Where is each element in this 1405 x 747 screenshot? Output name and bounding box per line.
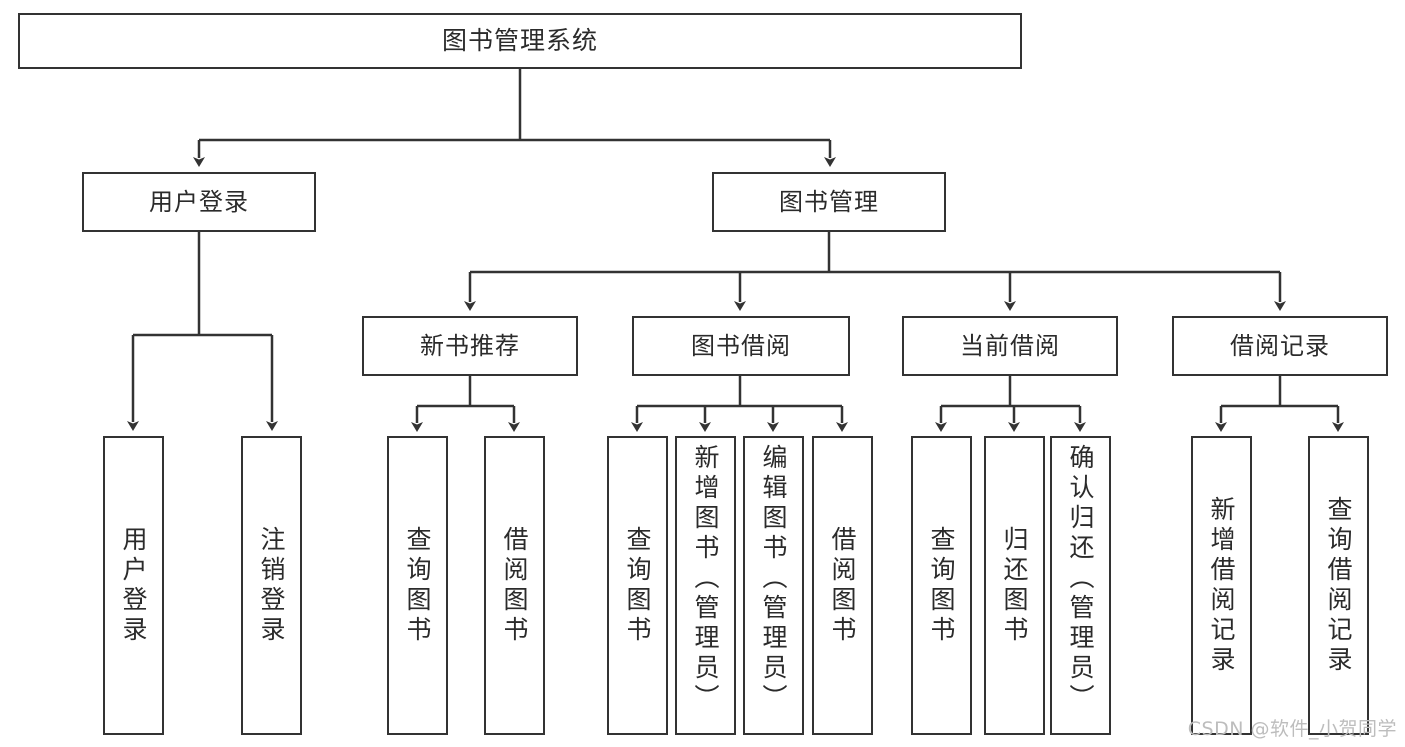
node-leaf-query-book-1-label: 查询图书 (403, 525, 432, 646)
node-leaf-edit-book[interactable]: 编辑图书（管理员） (743, 436, 804, 735)
node-new-book-rec[interactable]: 新书推荐 (362, 316, 578, 376)
node-leaf-borrow-book-2[interactable]: 借阅图书 (812, 436, 873, 735)
node-user-login[interactable]: 用户登录 (82, 172, 316, 232)
node-leaf-query-book-2[interactable]: 查询图书 (607, 436, 668, 735)
node-leaf-add-record-label: 新增借阅记录 (1207, 495, 1236, 676)
node-leaf-query-record[interactable]: 查询借阅记录 (1308, 436, 1369, 735)
node-book-manage-label: 图书管理 (779, 188, 879, 216)
node-leaf-borrow-book-1-label: 借阅图书 (500, 525, 529, 646)
node-leaf-query-book-2-label: 查询图书 (623, 525, 652, 646)
node-leaf-query-book-3[interactable]: 查询图书 (911, 436, 972, 735)
node-leaf-borrow-book-2-label: 借阅图书 (828, 525, 857, 646)
watermark: CSDN @软件_小贺同学 (1187, 718, 1397, 740)
node-leaf-user-login[interactable]: 用户登录 (103, 436, 164, 735)
node-leaf-add-book-label: 新增图书（管理员） (691, 444, 720, 714)
node-leaf-query-book-3-label: 查询图书 (927, 525, 956, 646)
node-book-borrow[interactable]: 图书借阅 (632, 316, 850, 376)
node-leaf-query-record-label: 查询借阅记录 (1324, 495, 1353, 676)
node-book-borrow-label: 图书借阅 (691, 332, 791, 360)
node-leaf-borrow-book-1[interactable]: 借阅图书 (484, 436, 545, 735)
node-leaf-query-book-1[interactable]: 查询图书 (387, 436, 448, 735)
node-leaf-user-login-label: 用户登录 (119, 525, 148, 646)
node-leaf-user-logout-label: 注销登录 (257, 525, 286, 646)
node-current-borrow[interactable]: 当前借阅 (902, 316, 1118, 376)
node-leaf-user-logout[interactable]: 注销登录 (241, 436, 302, 735)
node-root-label: 图书管理系统 (441, 26, 598, 56)
node-leaf-add-record[interactable]: 新增借阅记录 (1191, 436, 1252, 735)
node-book-manage[interactable]: 图书管理 (712, 172, 946, 232)
node-leaf-return-book-label: 归还图书 (1000, 525, 1029, 646)
node-borrow-record-label: 借阅记录 (1230, 332, 1330, 360)
node-leaf-confirm-return[interactable]: 确认归还（管理员） (1050, 436, 1111, 735)
node-leaf-add-book[interactable]: 新增图书（管理员） (675, 436, 736, 735)
node-root[interactable]: 图书管理系统 (18, 13, 1022, 69)
node-new-book-rec-label: 新书推荐 (420, 332, 520, 360)
node-leaf-edit-book-label: 编辑图书（管理员） (759, 444, 788, 714)
node-current-borrow-label: 当前借阅 (960, 332, 1060, 360)
node-leaf-return-book[interactable]: 归还图书 (984, 436, 1045, 735)
node-leaf-confirm-return-label: 确认归还（管理员） (1066, 444, 1095, 714)
node-user-login-label: 用户登录 (149, 188, 249, 216)
node-borrow-record[interactable]: 借阅记录 (1172, 316, 1388, 376)
